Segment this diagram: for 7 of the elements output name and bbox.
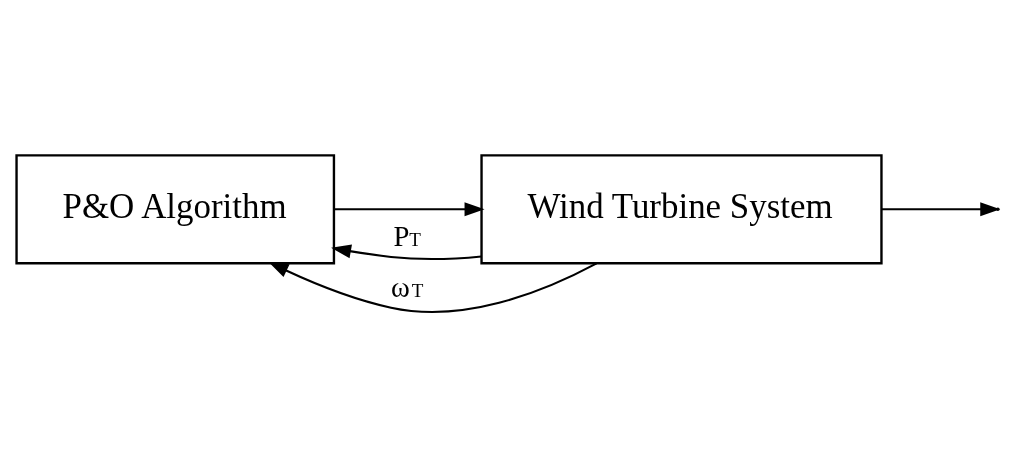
node-box: Wind Turbine System <box>480 154 883 265</box>
arrow <box>334 202 485 217</box>
arrow <box>331 244 482 261</box>
edge-label: PT <box>393 221 421 253</box>
node-box: P&O Algorithm <box>15 154 336 265</box>
edge-label: ωT <box>391 272 424 304</box>
arrow <box>268 262 598 313</box>
